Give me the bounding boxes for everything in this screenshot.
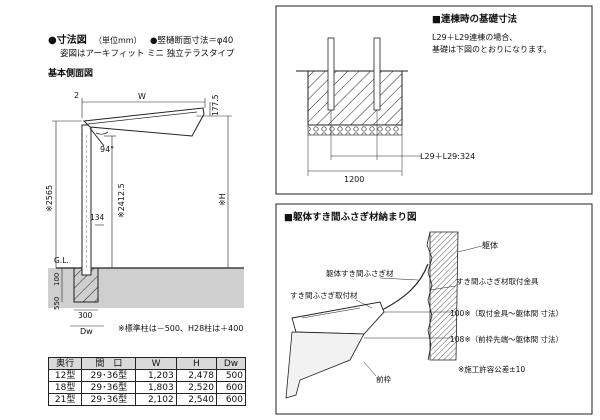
roof-inner-line <box>87 111 198 125</box>
dim-angle: 94° <box>100 145 114 154</box>
bottom-right-panel: ■躯体すき間ふさぎ材納まり図 躯体 躯体すき間ふさぎ材 すき間ふさぎ材取付金具 … <box>275 203 593 415</box>
cell-width: 29･36型 <box>81 393 137 406</box>
cell-w: 1,803 <box>135 381 177 394</box>
table-row: 12型 29･36型 1,203 2,478 500 <box>47 369 247 382</box>
label-toritsuke: すき間ふさぎ取付材 <box>290 290 358 300</box>
roof-panel <box>285 331 365 399</box>
gap-filler <box>381 263 429 311</box>
foundation-post-1 <box>327 37 335 111</box>
left-title-unit: （単位mm） <box>94 35 142 45</box>
cell-depth: 12型 <box>47 369 83 382</box>
dim-gl: G.L. <box>54 256 69 265</box>
dim-h: ※H <box>218 193 227 206</box>
left-title: ●寸法図 <box>48 33 87 46</box>
dim-dw: Dw <box>80 327 93 336</box>
dim-1200: 1200 <box>344 175 364 184</box>
section-title: 基本側面図 <box>47 67 93 79</box>
cell-h: 2,520 <box>175 381 217 394</box>
cell-depth: 21型 <box>47 393 83 406</box>
cell-width: 29･36型 <box>81 369 137 382</box>
foundation-block <box>307 70 403 126</box>
cell-w: 2,102 <box>135 393 177 406</box>
cell-dw: 600 <box>215 381 247 394</box>
dim-2412: ※2412.5 <box>117 183 126 218</box>
top-right-note-2: 基礎は下図のとおりになります。 <box>432 44 551 54</box>
label-maewaku: 前枠 <box>376 374 391 384</box>
cell-dw: 600 <box>215 393 247 406</box>
roof <box>82 107 205 137</box>
wall-body <box>429 231 459 361</box>
cell-width: 29･36型 <box>81 381 137 394</box>
foundation-gravel <box>307 124 403 136</box>
label-100: 100※（取付金具～躯体間 寸法） <box>450 308 563 318</box>
top-right-frame <box>275 5 593 195</box>
spec-table: 奥行 間 口 W H Dw 12型 29･36型 1,203 2,478 500… <box>47 357 247 406</box>
label-fusagi: 躯体すき間ふさぎ材 <box>326 268 394 278</box>
post-note: ●竪樋断面寸法＝φ40 <box>150 35 233 46</box>
label-kyoyo: ※施工許容公差±10 <box>458 364 525 374</box>
th-width: 間 口 <box>81 357 137 370</box>
label-108: 108※（前枠先端～躯体間 寸法） <box>450 334 563 344</box>
dim-top-left: 2 <box>74 91 79 100</box>
table-row: 18型 29･36型 1,803 2,520 600 <box>47 381 247 394</box>
dim-300: 300 <box>78 311 93 320</box>
cell-w: 1,203 <box>135 369 177 382</box>
label-kanagu: すき間ふさぎ材取付金具 <box>456 276 539 286</box>
table-header-row: 奥行 間 口 W H Dw <box>47 357 247 370</box>
th-dw: Dw <box>215 357 247 370</box>
dim-2565: ※2565 <box>45 185 54 212</box>
dim-550: 550 <box>53 297 61 310</box>
angle-arc <box>95 131 109 135</box>
front-frame <box>291 301 385 335</box>
left-panel: ●寸法図 （単位mm） ●竪樋断面寸法＝φ40 姿図はアーキフィット ミニ 独立… <box>45 33 244 336</box>
cell-h: 2,540 <box>175 393 217 406</box>
top-right-panel: ■連棟時の基礎寸法 L29＋L29連棟の場合、 基礎は下図のとおりになります。 … <box>275 5 593 195</box>
dim-w: W <box>138 92 146 101</box>
table-row: 21型 29･36型 2,102 2,540 600 <box>47 393 247 406</box>
dim-100: 100 <box>53 273 61 286</box>
wall-edge <box>426 231 433 361</box>
top-right-title: ■連棟時の基礎寸法 <box>432 13 517 25</box>
top-right-note-1: L29＋L29連棟の場合、 <box>432 32 517 42</box>
foundation-post-2 <box>373 37 381 111</box>
th-depth: 奥行 <box>47 357 83 370</box>
dim-177: 177.5 <box>211 94 220 116</box>
roof-bracket <box>89 127 105 147</box>
th-h: H <box>175 357 217 370</box>
cell-dw: 500 <box>215 369 247 382</box>
bottom-right-title: ■躯体すき間ふさぎ材納まり図 <box>284 211 416 223</box>
left-subtitle: 姿図はアーキフィット ミニ 独立テラスタイプ <box>60 48 235 59</box>
spec-table-wrap: 奥行 間 口 W H Dw 12型 29･36型 1,203 2,478 500… <box>47 357 247 406</box>
bottom-right-frame <box>275 203 593 415</box>
cell-depth: 18型 <box>47 381 83 394</box>
cell-h: 2,478 <box>175 369 217 382</box>
label-kutai: 躯体 <box>482 240 498 250</box>
dim-l: L29＋L29:324 <box>420 152 475 161</box>
dim-134: 134 <box>90 213 105 222</box>
left-note: ※標準柱は－500、H28柱は＋400 <box>118 323 243 333</box>
th-w: W <box>135 357 177 370</box>
